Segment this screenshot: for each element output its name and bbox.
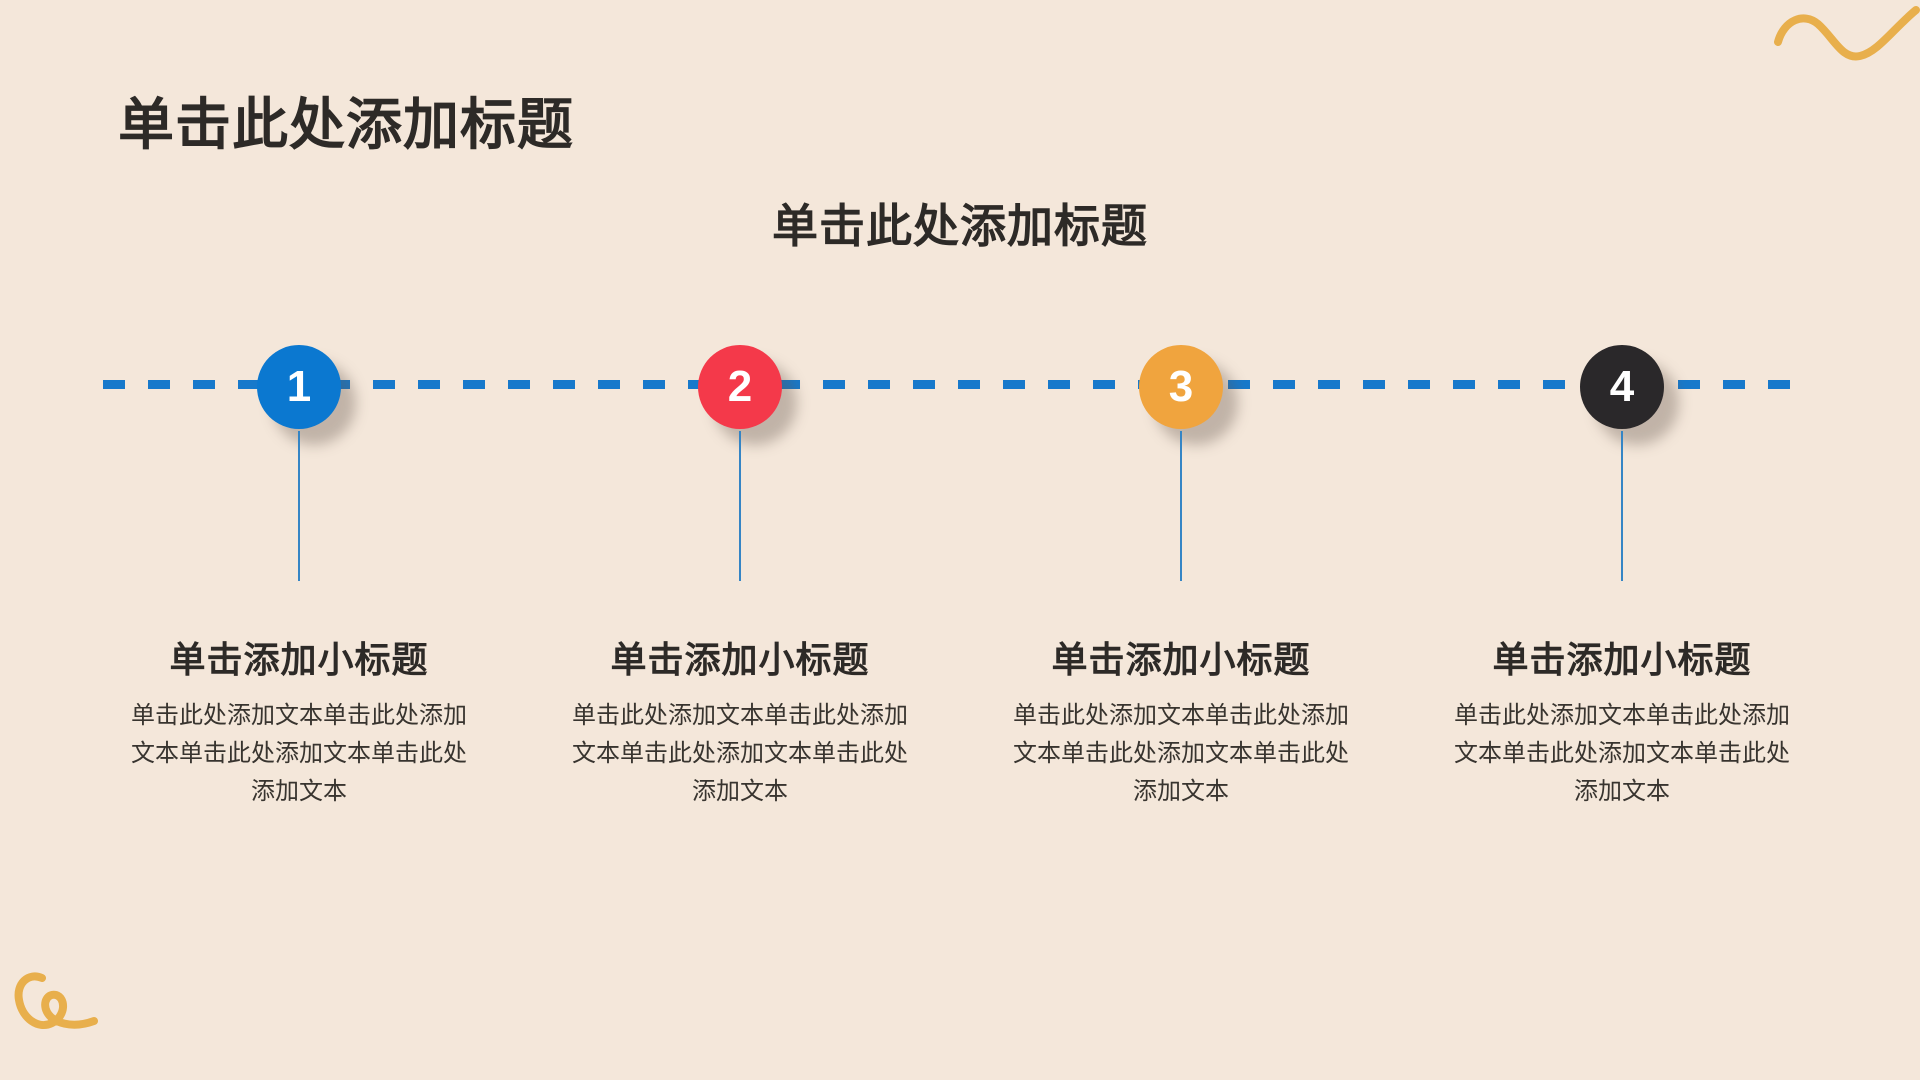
- step-body-2: 单击此处添加文本单击此处添加文本单击此处添加文本单击此处添加文本: [572, 702, 908, 805]
- step-subtitle-1: 单击添加小标题: [169, 639, 429, 680]
- step-body-4: 单击此处添加文本单击此处添加文本单击此处添加文本单击此处添加文本: [1454, 702, 1790, 805]
- step-subtitle-2: 单击添加小标题: [610, 639, 870, 680]
- page-title: 单击此处添加标题: [118, 93, 574, 156]
- step-circle-4: 4: [1580, 345, 1664, 429]
- step-number-2: 2: [727, 362, 753, 411]
- section-title: 单击此处添加标题: [772, 200, 1148, 252]
- timeline-item-4: 4 单击添加小标题 单击此处添加文本单击此处添加文本单击此处添加文本单击此处添加…: [1432, 345, 1812, 811]
- connector-line-2: [739, 431, 741, 581]
- step-subtitle-3: 单击添加小标题: [1051, 639, 1311, 680]
- timeline-dashed-line: [103, 380, 1813, 389]
- connector-line-3: [1180, 431, 1182, 581]
- step-number-3: 3: [1168, 362, 1194, 411]
- timeline-item-3: 3 单击添加小标题 单击此处添加文本单击此处添加文本单击此处添加文本单击此处添加…: [991, 345, 1371, 811]
- step-number-4: 4: [1609, 362, 1635, 411]
- step-subtitle-4: 单击添加小标题: [1492, 639, 1752, 680]
- step-body-3: 单击此处添加文本单击此处添加文本单击此处添加文本单击此处添加文本: [1013, 702, 1349, 805]
- step-circle-1: 1: [257, 345, 341, 429]
- connector-line-1: [298, 431, 300, 581]
- timeline-item-2: 2 单击添加小标题 单击此处添加文本单击此处添加文本单击此处添加文本单击此处添加…: [550, 345, 930, 811]
- step-number-1: 1: [286, 362, 312, 411]
- step-circle-3: 3: [1139, 345, 1223, 429]
- connector-line-4: [1621, 431, 1623, 581]
- squiggle-loop-icon: [14, 972, 98, 1029]
- step-body-1: 单击此处添加文本单击此处添加文本单击此处添加文本单击此处添加文本: [131, 702, 467, 805]
- timeline-item-1: 1 单击添加小标题 单击此处添加文本单击此处添加文本单击此处添加文本单击此处添加…: [109, 345, 489, 811]
- step-circle-2: 2: [698, 345, 782, 429]
- squiggle-wave-icon: [1774, 6, 1920, 61]
